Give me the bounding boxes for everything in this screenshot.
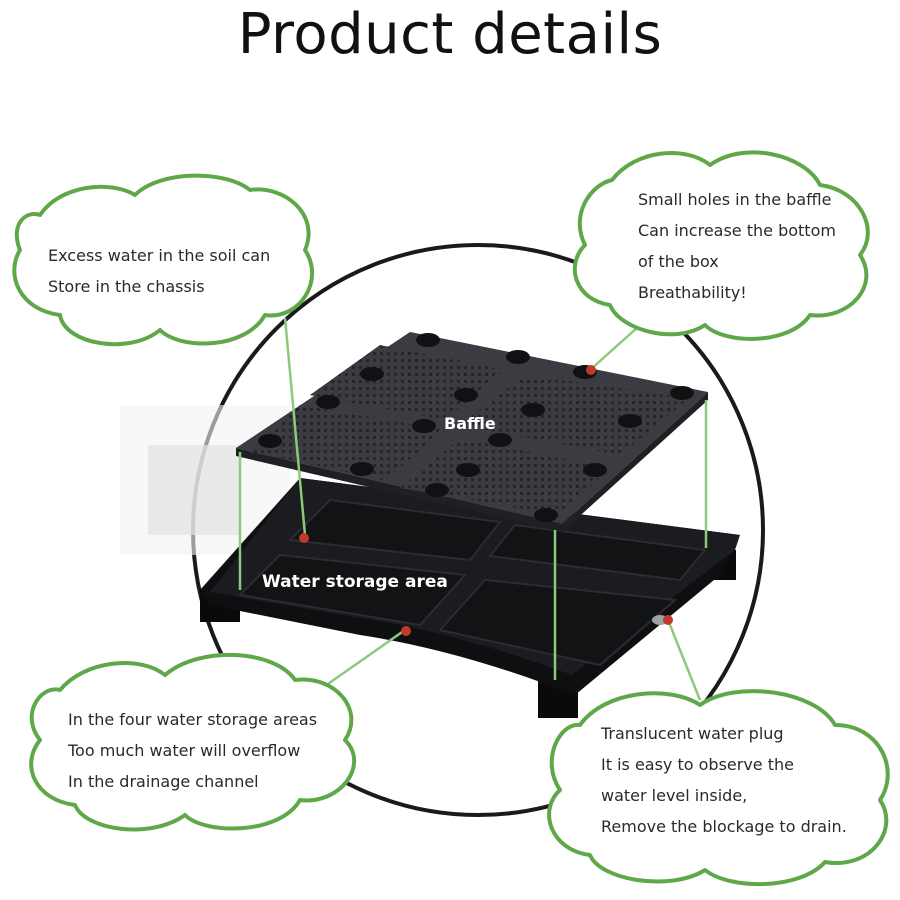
- cloud-bottom-right: [547, 689, 890, 887]
- callout-line: In the drainage channel: [68, 772, 259, 791]
- callout-line: It is easy to observe the: [601, 755, 794, 774]
- cloud-top-right: [572, 150, 870, 341]
- watermark-image: [148, 445, 240, 535]
- callout-line: Excess water in the soil can: [48, 246, 271, 265]
- baffle-label: Baffle: [444, 414, 496, 433]
- callout-line: Remove the blockage to drain.: [601, 817, 847, 836]
- marker-dots: [299, 365, 673, 636]
- callout-line: Can increase the bottom: [638, 221, 836, 240]
- callout-bottom-right: Translucent water plug It is easy to obs…: [601, 718, 847, 842]
- cloud-bottom-left: [29, 652, 357, 832]
- callout-line: water level inside,: [601, 786, 748, 805]
- base-tray: [200, 478, 740, 718]
- callout-bottom-left: In the four water storage areas Too much…: [68, 704, 317, 797]
- callout-line: Breathability!: [638, 283, 747, 302]
- callout-line: Too much water will overflow: [68, 741, 301, 760]
- baffle-plate: [236, 332, 708, 532]
- cloud-top-left: [12, 173, 315, 347]
- callout-line: Store in the chassis: [48, 277, 205, 296]
- callout-line: Small holes in the baffle: [638, 190, 832, 209]
- callout-line: In the four water storage areas: [68, 710, 318, 729]
- callout-top-left: Excess water in the soil can Store in th…: [48, 240, 270, 302]
- page-title: Product details: [237, 2, 663, 67]
- callout-top-right: Small holes in the baffle Can increase t…: [638, 184, 836, 308]
- water-storage-area-label: Water storage area: [262, 572, 448, 592]
- leader-lines: [238, 317, 708, 702]
- callout-line: of the box: [638, 252, 719, 271]
- callout-line: Translucent water plug: [601, 724, 784, 743]
